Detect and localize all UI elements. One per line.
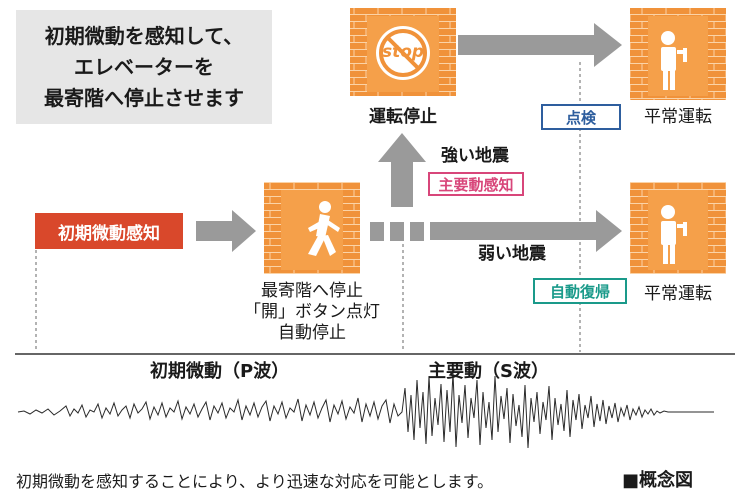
intro-line-1: 初期微動を感知して、: [44, 23, 244, 48]
strong-quake-label: 強い地震: [441, 146, 509, 166]
normal-operation-bottom-label: 平常運転: [644, 284, 712, 304]
normal-operation-top-label: 平常運転: [644, 107, 712, 127]
dashed-arrow-segments: [370, 222, 424, 241]
s-wave-label: 主要動（S波）: [428, 361, 549, 382]
arrow-detect-to-stop: [196, 210, 256, 252]
arrow-weak-quake: [430, 210, 622, 252]
elevator-open-door-icon: [264, 182, 360, 274]
weak-quake-label: 弱い地震: [478, 244, 546, 264]
operation-stop-label: 運転停止: [369, 107, 437, 127]
inspection-tag: 点検: [541, 104, 621, 130]
stop-sign-text: stop: [381, 42, 425, 62]
arrow-strong-quake-up: [378, 133, 426, 207]
nearest-stop-line-2: 「開」ボタン点灯: [244, 302, 380, 322]
footer-note: 初期微動を感知することにより、より迅速な対応を可能とします。: [16, 472, 494, 491]
elevator-normal-top-icon: [630, 8, 726, 100]
elevator-stop-icon: [350, 8, 456, 96]
elevator-normal-bottom-icon: [630, 182, 726, 274]
arrow-stop-to-normal: [458, 23, 622, 67]
initial-tremor-detection-label: 初期微動感知: [35, 213, 183, 249]
nearest-floor-stop-description: 最寄階へ停止 「開」ボタン点灯 自動停止: [232, 281, 392, 344]
seismic-waveform: [17, 372, 714, 449]
intro-box: 初期微動を感知して、 エレベーターを 最寄階へ停止させます: [16, 10, 272, 124]
p-wave-label: 初期微動（P波）: [150, 361, 290, 382]
concept-diagram-label: ■概念図: [622, 470, 694, 491]
main-shock-detect-tag: 主要動感知: [428, 172, 524, 196]
intro-line-2: エレベーターを: [74, 54, 214, 79]
intro-line-3: 最寄階へ停止させます: [44, 85, 244, 110]
nearest-stop-line-1: 最寄階へ停止: [261, 281, 363, 301]
nearest-stop-line-3: 自動停止: [278, 323, 346, 343]
auto-recovery-tag: 自動復帰: [533, 278, 627, 304]
